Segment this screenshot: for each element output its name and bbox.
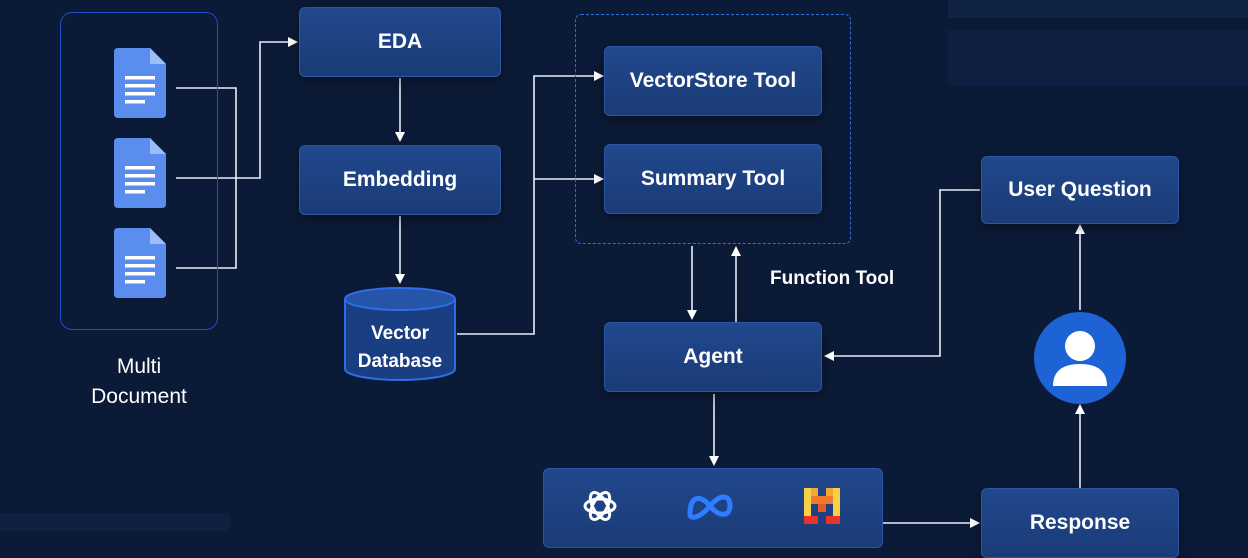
tools-group bbox=[575, 14, 851, 244]
connector-doc2-to-eda bbox=[176, 37, 298, 179]
connector-doc3 bbox=[176, 178, 237, 269]
background-shape-top-right bbox=[948, 0, 1248, 18]
connector-question-to-agent bbox=[824, 189, 980, 361]
document-icon bbox=[114, 138, 166, 208]
response-node: Response bbox=[981, 488, 1179, 558]
connector-db-to-tools bbox=[457, 71, 604, 335]
vectorstore-tool-node: VectorStore Tool bbox=[604, 46, 822, 116]
document-icon bbox=[114, 48, 166, 118]
user-avatar-icon bbox=[1034, 312, 1126, 404]
vector-database-icon bbox=[344, 287, 456, 381]
meta-logo-icon bbox=[687, 494, 733, 520]
summary-tool-node: Summary Tool bbox=[604, 144, 822, 214]
documents-group bbox=[60, 12, 218, 330]
function-tool-label: Function Tool bbox=[770, 268, 895, 289]
connector-doc1 bbox=[176, 87, 237, 178]
document-icon bbox=[114, 228, 166, 298]
connector-layer bbox=[176, 37, 1085, 528]
openai-logo-icon bbox=[583, 491, 617, 521]
embedding-node: Embedding bbox=[299, 145, 501, 215]
user-question-node: User Question bbox=[981, 156, 1179, 224]
background-shape-right bbox=[948, 30, 1248, 86]
background-shape-bottom-left bbox=[0, 513, 230, 531]
vector-database-label: Vector Database bbox=[357, 323, 443, 372]
multi-document-label: Multi Document bbox=[91, 355, 187, 408]
mistral-logo-icon bbox=[804, 488, 840, 524]
eda-node: EDA bbox=[299, 7, 501, 77]
agent-node: Agent bbox=[604, 322, 822, 392]
